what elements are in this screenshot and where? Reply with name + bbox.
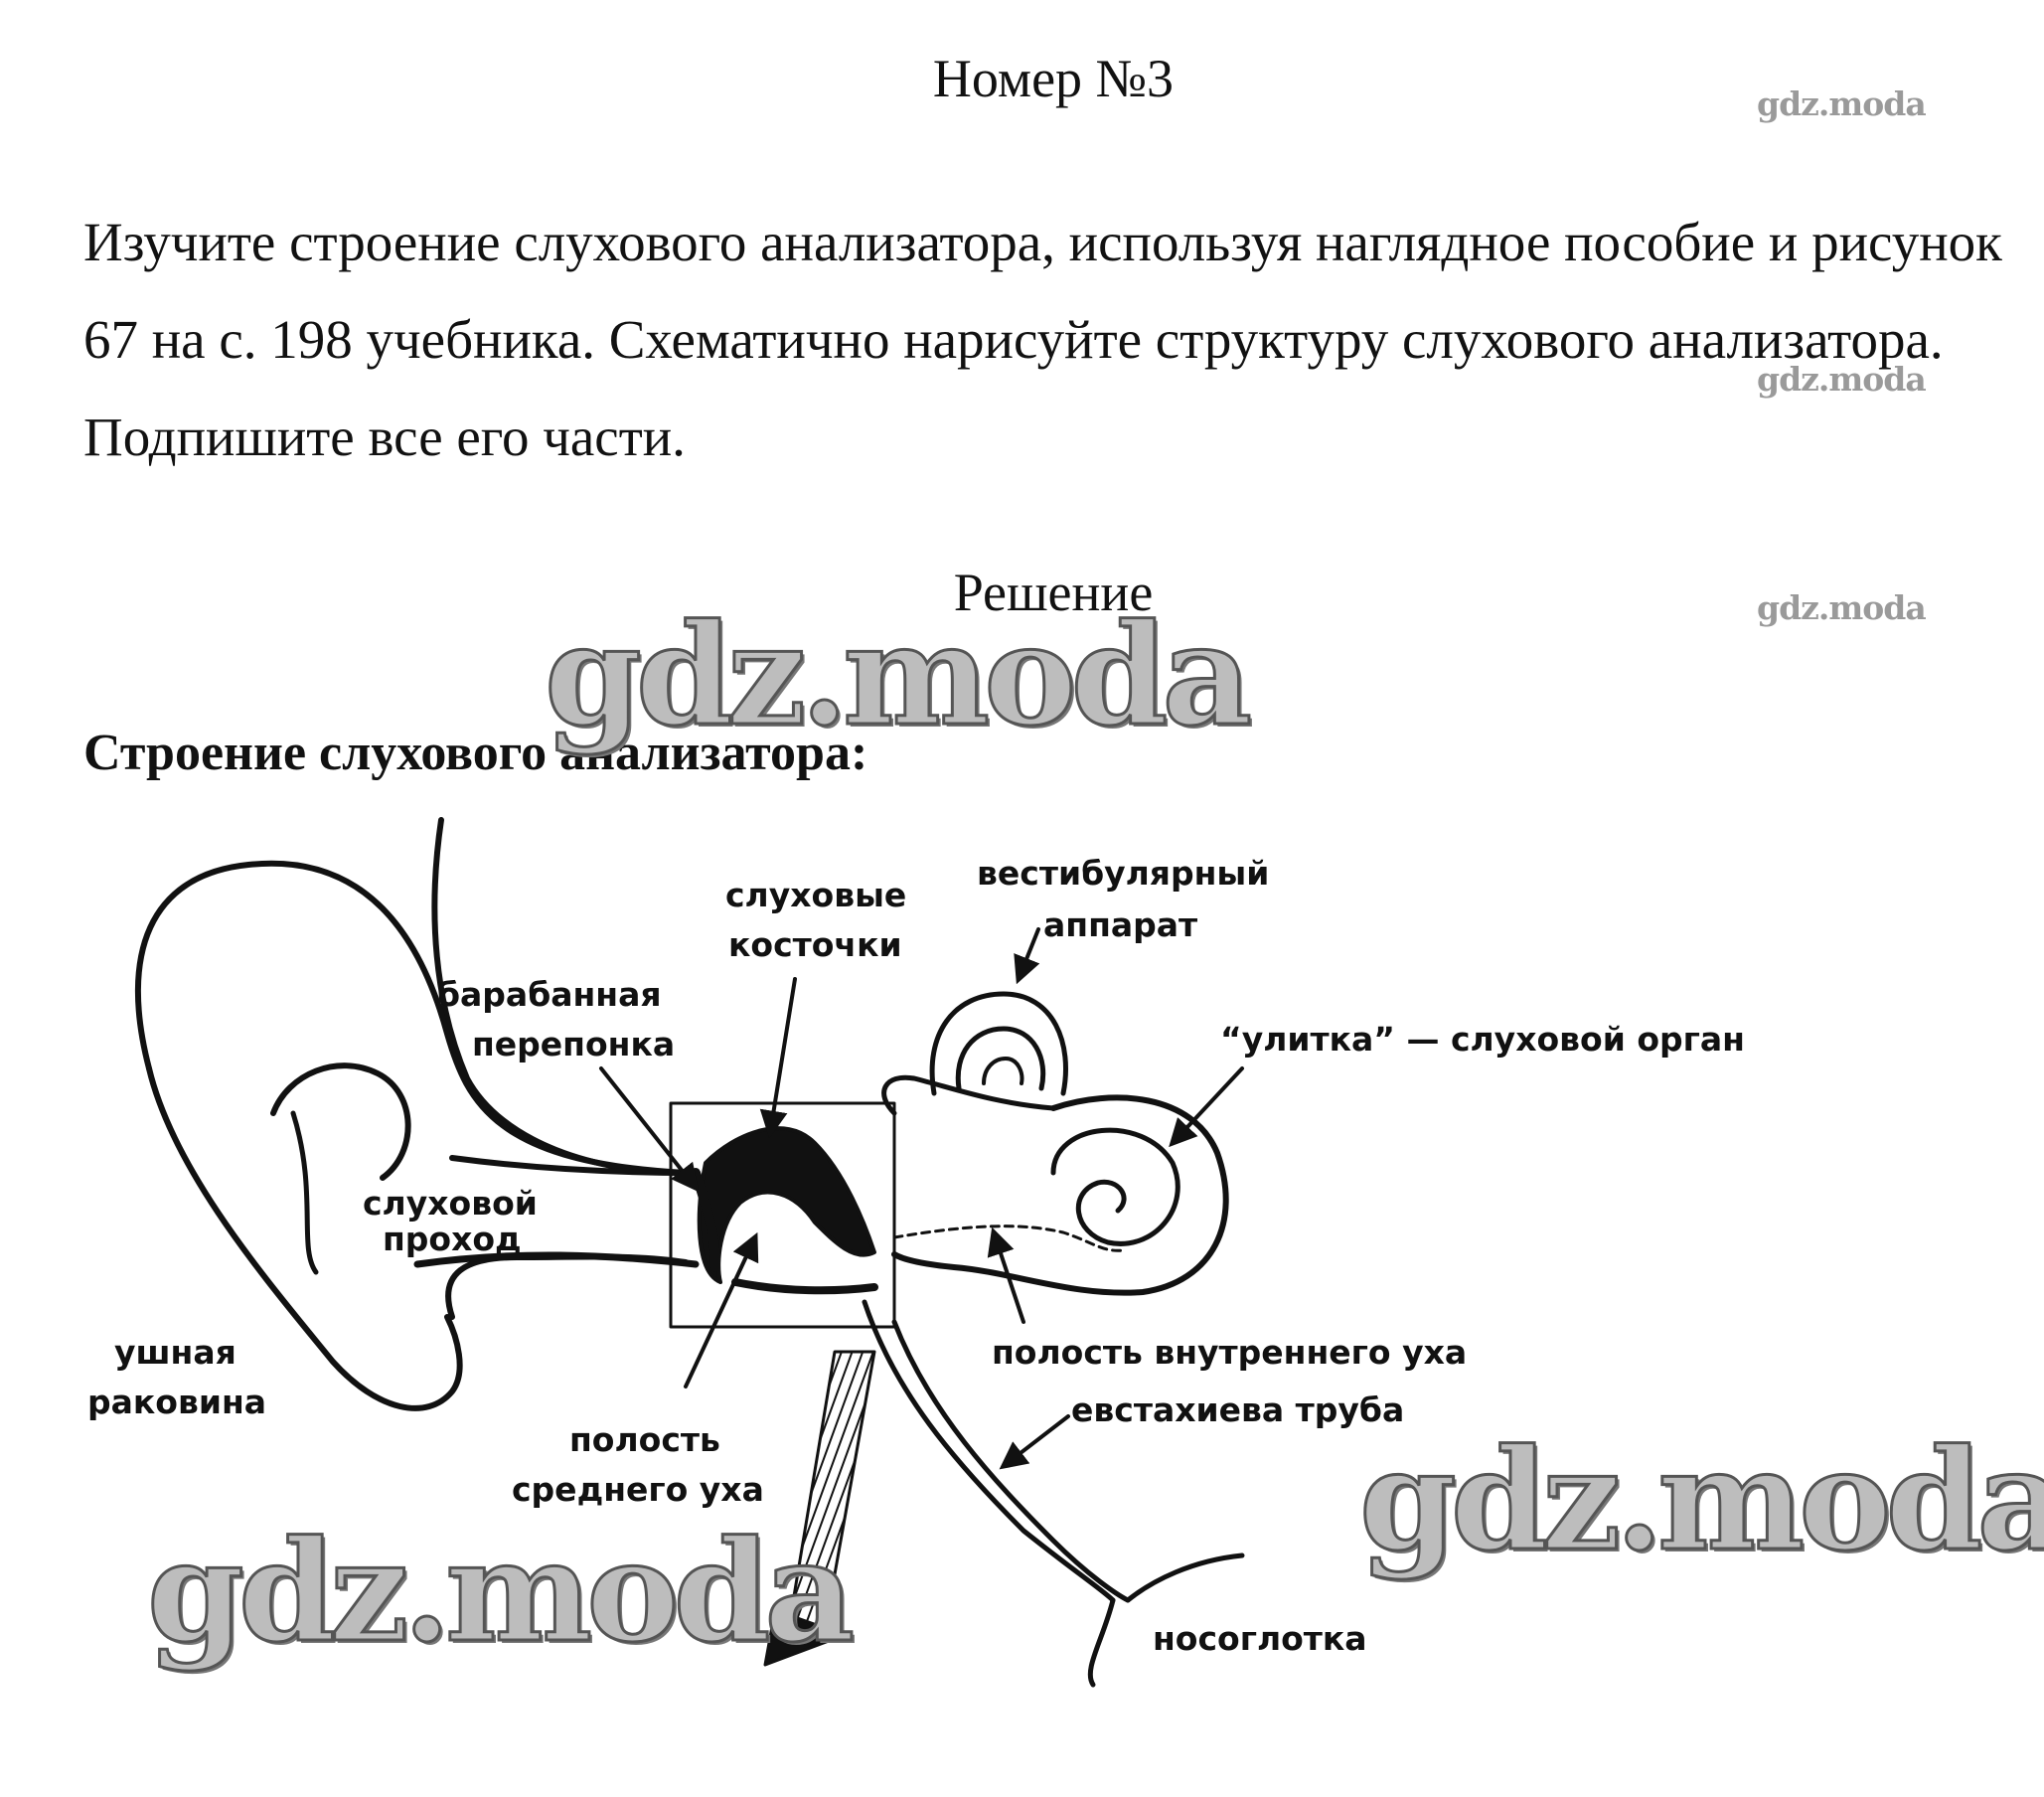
antihelix-inner — [290, 1110, 319, 1275]
inner-ear-canal — [892, 1225, 1125, 1252]
page-heading: Номер №3 — [932, 49, 1175, 108]
cochlea-outer — [891, 1094, 1229, 1296]
antihelix — [270, 1062, 411, 1181]
arrow-eardrum — [599, 1066, 700, 1193]
ossicles — [697, 1126, 876, 1284]
vestibule — [881, 1074, 1056, 1116]
arrow-vestibular — [1014, 927, 1040, 985]
solution-title: Решение — [953, 563, 1154, 622]
label-ossicles-1: слуховые — [725, 876, 906, 914]
label-ossicles-2: косточки — [728, 925, 902, 964]
label-inner-ear: полость внутреннего уха — [992, 1333, 1467, 1372]
canal-bottom — [413, 1251, 700, 1268]
nasopharynx-wall — [1087, 1597, 1116, 1688]
eustachian-tube-2 — [891, 1319, 1131, 1603]
semicircular-2 — [955, 1026, 1046, 1091]
label-cochlea: “улитка” — слуховой орган — [1220, 1020, 1745, 1059]
label-vestibular-2: аппарат — [1043, 905, 1197, 944]
label-vestibular-1: вестибулярный — [977, 854, 1269, 893]
label-eardrum-1: барабанная — [437, 975, 662, 1014]
watermark-big-1: gdz.moda — [543, 594, 1253, 757]
hatched-arrow-head — [763, 1608, 847, 1667]
label-middle-ear-1: полость — [569, 1420, 720, 1459]
arrow-inner-ear — [987, 1226, 1025, 1324]
arrow-cochlea — [1169, 1066, 1244, 1148]
semicircular-3 — [982, 1057, 1024, 1085]
nasopharynx-top — [1125, 1552, 1245, 1603]
semicircular-1 — [929, 991, 1068, 1096]
arrow-ossicles — [759, 977, 797, 1139]
watermark-big-2: gdz.moda — [1357, 1419, 2044, 1582]
watermark-small-1: gdz.moda — [1757, 84, 1927, 123]
cochlea-spiral — [1050, 1127, 1180, 1246]
label-ear-canal-1: слуховой — [363, 1184, 538, 1223]
middle-ear-floor — [731, 1278, 878, 1295]
watermark-big-3: gdz.moda — [145, 1511, 856, 1674]
eustachian-tube-1 — [862, 1299, 1116, 1603]
label-auricle-2: раковина — [87, 1383, 266, 1421]
arrow-middle-ear — [684, 1231, 759, 1389]
concha — [445, 1253, 689, 1320]
label-eustachian: евстахиева труба — [1071, 1390, 1404, 1429]
watermark-small-2: gdz.moda — [1757, 360, 1927, 399]
watermark-small-3: gdz.moda — [1757, 588, 1927, 627]
middle-ear-box — [669, 1101, 896, 1329]
label-ear-canal-2: проход — [383, 1220, 522, 1258]
label-eardrum-2: перепонка — [472, 1025, 675, 1063]
label-middle-ear-2: среднего уха — [512, 1470, 764, 1509]
task-text: Изучите строение слухового анализатора, … — [83, 212, 2002, 467]
auricle-rim — [134, 860, 689, 1176]
canal-top — [449, 1155, 699, 1176]
label-nasopharynx: носоглотка — [1153, 1619, 1367, 1658]
label-auricle-1: ушная — [114, 1333, 236, 1372]
diagram-title: Строение слухового анализатора: — [83, 725, 868, 781]
auricle-lobe — [146, 1065, 463, 1411]
arrow-eustachian — [999, 1414, 1070, 1470]
